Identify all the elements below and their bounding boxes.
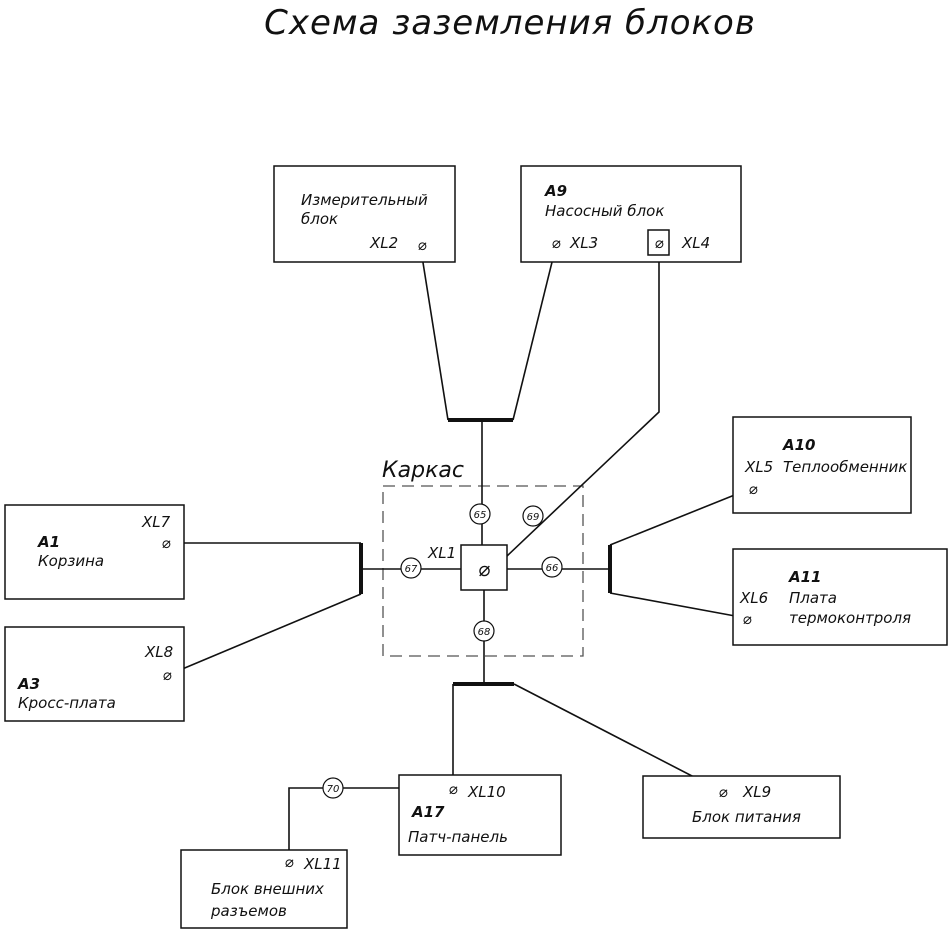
block-name: Патч-панель (408, 828, 508, 846)
block-external-connectors[interactable]: ⌀ XL11 Блок внешних разъемов (180, 849, 348, 929)
xl1-box (460, 544, 508, 591)
terminal-xl1[interactable]: ⌀ XL1 (427, 544, 508, 591)
ground-terminal-icon[interactable]: ⌀ (448, 780, 457, 798)
block-name: блок (301, 210, 338, 228)
wire-69 (506, 255, 660, 557)
block-name: разъемов (210, 902, 287, 920)
wire-bubble-70: 70 (322, 777, 344, 799)
frame-boundary (382, 485, 584, 657)
block-name: Измерительный (301, 191, 428, 209)
wire-xl5 (609, 487, 753, 546)
wire-bubble-66: 66 (541, 556, 563, 578)
ground-terminal-icon[interactable]: ⌀ (654, 234, 663, 252)
terminal-label-xl11: XL11 (303, 855, 342, 873)
wire-xl8 (167, 593, 362, 676)
block-power-supply[interactable]: ⌀ XL9 Блок питания (642, 775, 841, 839)
block-name: Корзина (38, 552, 104, 570)
ground-terminal-icon[interactable]: ⌀ (162, 666, 171, 684)
xl1-label: XL1 (427, 544, 456, 562)
wire-bubble-69: 69 (522, 505, 544, 527)
block-name: термоконтроля (789, 609, 911, 627)
block-name: Кросс-плата (18, 694, 116, 712)
block-name: Насосный блок (545, 202, 664, 220)
block-a11-thermo-board[interactable]: A11 Плата термоконтроля XL6 ⌀ (732, 548, 948, 646)
terminal-label-xl5: XL5 (744, 458, 773, 476)
block-designator: A3 (17, 675, 40, 693)
block-a9-pump[interactable]: A9 Насосный блок ⌀ XL3 ⌀ XL4 (520, 165, 742, 263)
wire-bubble-65: 65 (469, 503, 491, 525)
block-name: Блок внешних (211, 880, 324, 898)
terminal-label-xl6: XL6 (739, 589, 768, 607)
ground-terminal-icon[interactable]: ⌀ (748, 480, 757, 498)
svg-text:68: 68 (478, 627, 491, 638)
wire-xl3 (512, 249, 556, 421)
terminal-label-xl2: XL2 (369, 234, 398, 252)
block-a3-cross-board[interactable]: A3 Кросс-плата XL8 ⌀ (4, 626, 185, 722)
wire-number-bubbles: 65 69 67 66 68 70 (322, 503, 563, 799)
terminal-label-xl8: XL8 (144, 643, 173, 661)
diagram-title: Схема заземления блоков (264, 3, 756, 43)
block-name: Теплообменник (783, 458, 907, 476)
ground-terminal-icon[interactable]: ⌀ (161, 534, 170, 552)
frame-label: Каркас (382, 458, 464, 483)
block-designator: A10 (782, 436, 815, 454)
terminal-label-xl3: XL3 (569, 234, 598, 252)
svg-text:67: 67 (405, 564, 418, 575)
terminal-label-xl7: XL7 (141, 513, 171, 531)
block-designator: A11 (788, 568, 821, 586)
ground-terminal-icon[interactable]: ⌀ (551, 234, 560, 252)
xl4-box (647, 229, 670, 256)
wire-xl2 (420, 249, 449, 421)
svg-text:70: 70 (327, 784, 340, 795)
block-name: Плата (789, 589, 837, 607)
ground-terminal-icon: ⌀ (478, 557, 490, 581)
block-measuring[interactable]: Измерительный блок XL2 ⌀ (273, 165, 456, 263)
block-designator: A17 (411, 803, 445, 821)
ground-terminal-icon[interactable]: ⌀ (284, 853, 293, 871)
wire-bubble-68: 68 (473, 620, 495, 642)
terminal-label-xl9: XL9 (742, 783, 771, 801)
block-designator: A1 (37, 533, 60, 551)
ground-terminal-icon[interactable]: ⌀ (742, 610, 751, 628)
ground-terminal-icon[interactable]: ⌀ (417, 236, 426, 254)
svg-text:65: 65 (474, 510, 487, 521)
block-a17-patch-panel[interactable]: ⌀ XL10 A17 Патч-панель (398, 774, 562, 856)
wire-xl6 (609, 592, 747, 619)
terminal-label-xl4: XL4 (681, 234, 710, 252)
block-a1-basket[interactable]: A1 Корзина XL7 ⌀ (4, 504, 185, 600)
block-designator: A9 (544, 182, 567, 200)
svg-text:69: 69 (527, 512, 540, 523)
svg-text:66: 66 (546, 563, 559, 574)
wire-xl9 (513, 683, 724, 793)
block-name: Блок питания (692, 808, 801, 826)
terminal-label-xl10: XL10 (467, 783, 506, 801)
block-a10-heat-exchanger[interactable]: A10 Теплообменник XL5 ⌀ (732, 416, 912, 514)
ground-terminal-icon[interactable]: ⌀ (718, 783, 727, 801)
wire-bubble-67: 67 (400, 557, 422, 579)
wires (167, 249, 753, 860)
